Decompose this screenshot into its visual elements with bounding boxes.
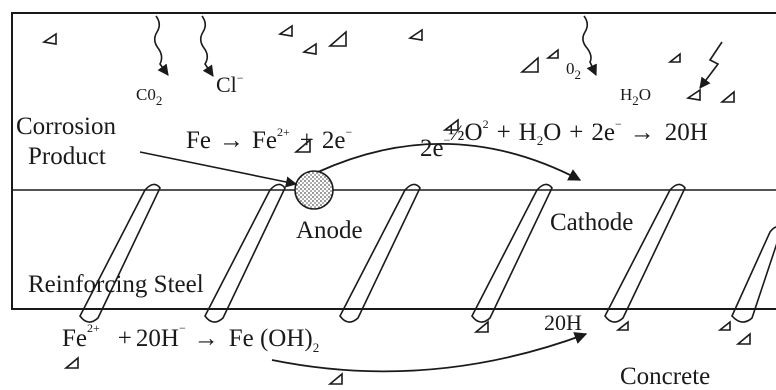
triangle-aggregate-icon [735,332,751,345]
cathode-label: Cathode [550,209,633,236]
triangle-aggregate-icon [327,30,347,47]
steel-rib [731,226,776,323]
concrete-label: Concrete [620,363,710,390]
steel-ribs [79,183,776,323]
cathodic-reaction: ½O2+H2O+2e−→20H [448,117,708,148]
aggregate-particles [41,24,751,385]
precipitation-reaction: Fe2++20H−→Fe (OH)2 [62,321,319,355]
triangle-aggregate-icon [685,88,701,101]
triangle-aggregate-icon [615,320,629,331]
anodic-reaction: Fe→Fe2++2e− [186,125,353,154]
triangle-aggregate-icon [667,52,681,63]
steel-rib [79,183,161,323]
triangle-aggregate-icon [301,42,317,55]
corrosion-product-pointer [139,151,298,188]
reinforcing-steel-label: Reinforcing Steel [28,271,204,298]
corrosion-product-label-line2: Product [28,143,106,170]
triangle-aggregate-icon [41,32,57,45]
concrete-block [11,12,776,310]
hydroxide-migration-label: 20H [544,310,582,335]
h2o-label: H2O [620,85,651,108]
co2-label: C02 [136,85,162,108]
triangle-aggregate-icon [327,372,343,385]
co2-ingress-arrow [153,15,169,76]
triangle-aggregate-icon [519,56,539,73]
o2-ingress-arrow [582,15,597,77]
corrosion-product-label-line1: Corrosion [16,113,117,140]
electron-flow-arrow [317,142,582,181]
cl-label: Cl− [216,71,244,97]
steel-rib [204,183,286,323]
triangle-aggregate-icon [63,356,79,369]
electron-flow-label: 2e− [420,133,451,162]
o2-label: 02 [566,59,581,82]
triangle-aggregate-icon [277,24,293,37]
triangle-aggregate-icon [407,28,423,41]
triangle-aggregate-icon [717,320,731,331]
steel-rib [471,183,553,323]
cl-ingress-arrow [199,15,214,77]
hydroxide-migration-arrow [271,332,588,373]
steel-rib [604,183,686,323]
h2o-ingress-arrow [699,41,723,89]
triangle-aggregate-icon [545,48,559,59]
anode-pit [294,170,334,210]
triangle-aggregate-icon [442,118,459,131]
steel-rib [339,183,421,323]
triangle-aggregate-icon [293,138,311,153]
anode-label: Anode [296,217,363,244]
triangle-aggregate-icon [473,320,489,333]
triangle-aggregate-icon [719,90,735,103]
